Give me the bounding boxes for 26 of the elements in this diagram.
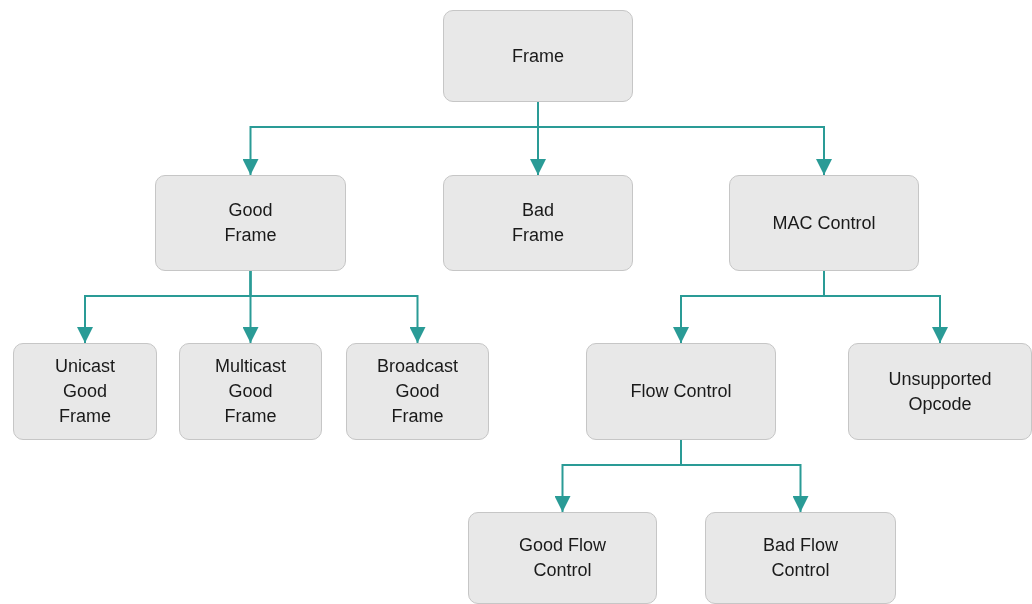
rounded-box (705, 512, 896, 604)
box-label: Bad Flow Control (761, 534, 839, 582)
box-label: Frame (512, 44, 564, 68)
rounded-box (586, 343, 776, 440)
rounded-box (179, 343, 322, 440)
box-label: Good Flow Control (517, 534, 607, 582)
rounded-box (443, 175, 633, 271)
rounded-box (13, 343, 157, 440)
box-label: Flow Control (630, 380, 732, 403)
box-label: Unicast Good Frame (54, 355, 116, 428)
rounded-box (848, 343, 1032, 440)
connector-arrow (823, 270, 948, 344)
box-label: Good Frame (223, 199, 278, 247)
rounded-box (346, 343, 489, 440)
box-label: Multicast Good Frame (214, 355, 287, 428)
box-label: Broadcast Good Frame (375, 355, 459, 428)
rounded-box (155, 175, 346, 271)
box-label: Bad Frame (511, 199, 565, 247)
rounded-box (729, 175, 919, 271)
box-label: MAC Control (772, 211, 876, 235)
rounded-box (468, 512, 657, 604)
connector-arrow (680, 439, 809, 513)
connector-arrow (249, 270, 426, 344)
box-label: Unsupported Opcode (887, 367, 993, 416)
connector-arrow (537, 101, 832, 176)
rounded-box (443, 10, 633, 102)
